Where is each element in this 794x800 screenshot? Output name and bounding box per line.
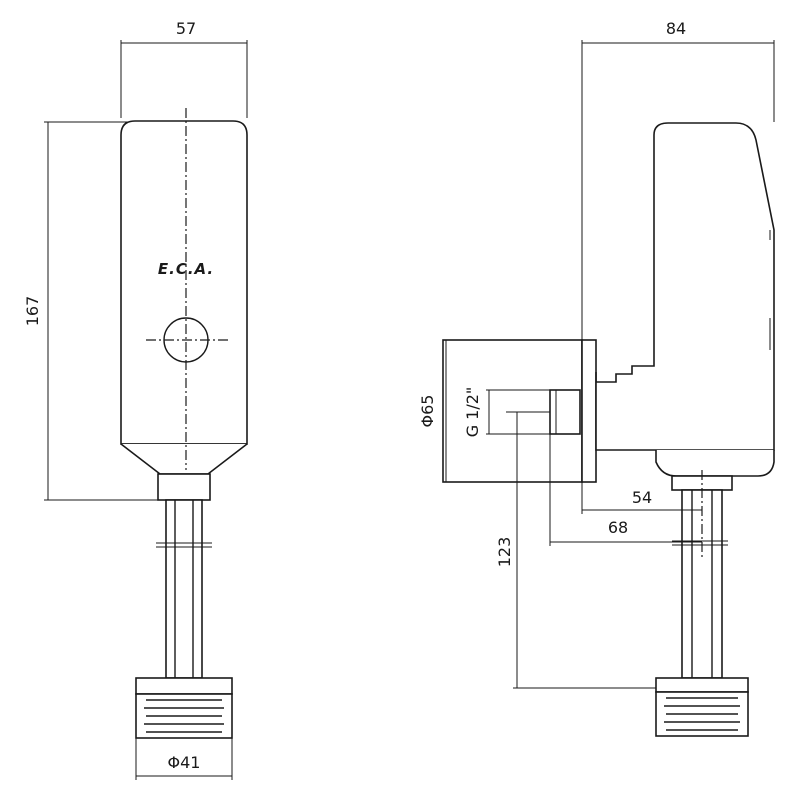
- side-sensor-body: [595, 122, 775, 451]
- dimension-54: 54: [581, 482, 702, 514]
- side-view: 84 Φ65 G 1/2": [418, 19, 775, 737]
- front-width-label: 57: [176, 19, 196, 38]
- brand-logo: E.C.A.: [158, 260, 214, 278]
- side-width-label: 84: [666, 19, 686, 38]
- side-body-taper: [655, 450, 775, 477]
- side-pipe: [672, 489, 728, 679]
- front-height-dimension: 167: [23, 121, 165, 501]
- front-sensor-body: [120, 120, 248, 445]
- thread-dimension: G 1/2": [463, 387, 581, 438]
- front-neck: [157, 473, 211, 501]
- front-outlet-connector: [135, 677, 233, 739]
- dimension-54-label: 54: [632, 488, 652, 507]
- dimension-68: 68: [549, 434, 702, 546]
- side-width-dimension: 84: [581, 19, 775, 340]
- front-view: 57 167: [23, 19, 248, 780]
- dimension-68-label: 68: [608, 518, 628, 537]
- front-body-taper: [120, 443, 248, 475]
- dimension-123-label: 123: [495, 537, 514, 568]
- side-outlet-connector: [655, 677, 749, 737]
- front-outlet-label: Φ41: [168, 753, 201, 772]
- flange-diameter-label: Φ65: [418, 395, 437, 428]
- thread-label: G 1/2": [463, 387, 482, 438]
- front-width-dimension: 57: [120, 19, 248, 118]
- front-pipe: [156, 499, 212, 679]
- dimension-123: 123: [495, 411, 656, 689]
- front-height-label: 167: [23, 296, 42, 327]
- front-outlet-dimension: Φ41: [135, 738, 233, 780]
